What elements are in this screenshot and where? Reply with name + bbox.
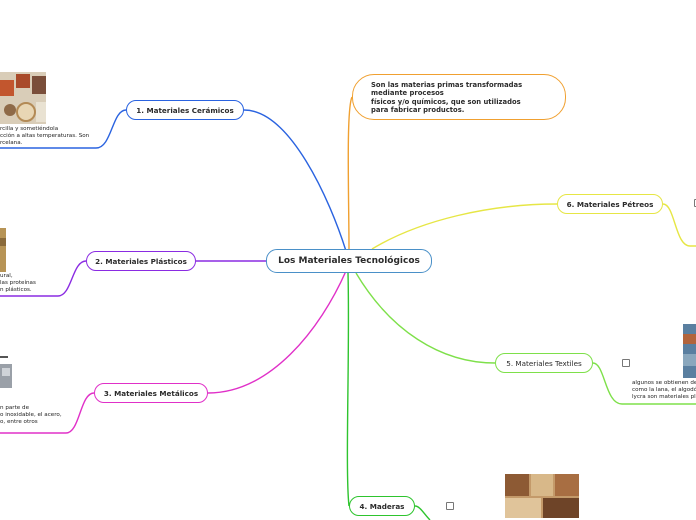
branch-label: 3. Materiales Metálicos (103, 388, 199, 398)
note-line: lycra son materiales pl (632, 394, 696, 400)
central-node[interactable]: Los Materiales Tecnológicos (266, 249, 432, 273)
branch-node-ceramicos[interactable]: 1. Materiales Cerámicos (126, 100, 244, 120)
branch-label: 5. Materiales Textiles (506, 358, 582, 368)
definition-line: para fabricar productos. (371, 106, 465, 115)
checkbox-icon[interactable] (446, 502, 454, 510)
connector-line (355, 272, 496, 364)
checkbox-icon[interactable] (622, 359, 630, 367)
metals-image (0, 356, 14, 392)
note-plasticos: ural, las proteínas n plásticos. (0, 273, 36, 294)
connector-line (0, 392, 95, 434)
branch-label: 6. Materiales Pétreos (566, 199, 654, 209)
ceramics-image (0, 72, 46, 124)
branch-label: 2. Materiales Plásticos (95, 256, 187, 266)
plastics-image (0, 228, 6, 272)
branch-label: 1. Materiales Cerámicos (136, 105, 234, 115)
connector-line (347, 96, 353, 250)
note-line: n plásticos. (0, 287, 32, 293)
branch-node-metalicos[interactable]: 3. Materiales Metálicos (94, 383, 208, 403)
note-line: o, entre otros (0, 419, 38, 425)
note-textiles: algunos se obtienen de como la lana, el … (632, 380, 696, 401)
checkbox-icon[interactable] (694, 199, 696, 207)
connector-line (243, 109, 347, 252)
note-line: rcelana. (0, 140, 23, 146)
note-line: algunos se obtienen de (632, 380, 696, 386)
connector-line (662, 203, 696, 247)
connector-line (207, 270, 347, 394)
note-line: las proteínas (0, 280, 36, 286)
note-line: como la lana, el algodó (632, 387, 696, 393)
connector-line (346, 272, 350, 507)
definition-line: Son las materias primas transformadas (371, 81, 523, 89)
note-line: n parte de (0, 405, 30, 411)
note-line: rcilla y sometiéndola (0, 126, 59, 132)
note-line: o inoxidable, el acero, (0, 412, 62, 418)
note-line: ural, (0, 273, 13, 279)
note-line: cción a altas temperaturas. Son (0, 133, 90, 139)
connector-line (0, 260, 87, 297)
definition-node[interactable]: Son las materias primas transformadas me… (352, 74, 566, 120)
definition-line: mediante procesos (371, 89, 444, 98)
branch-node-plasticos[interactable]: 2. Materiales Plásticos (86, 251, 196, 271)
connector-line (0, 109, 127, 149)
branch-node-maderas[interactable]: 4. Maderas (349, 496, 415, 516)
definition-line: físicos y/o químicos, que son utilizados (371, 97, 521, 106)
branch-node-petreos[interactable]: 6. Materiales Pétreos (557, 194, 663, 214)
wood-image (505, 474, 579, 518)
central-label: Los Materiales Tecnológicos (278, 256, 420, 266)
connector-line (414, 505, 431, 520)
branch-label: 4. Maderas (359, 501, 405, 511)
textiles-image (683, 324, 696, 378)
branch-node-textiles[interactable]: 5. Materiales Textiles (495, 353, 593, 373)
connector-line (592, 362, 696, 405)
connector-line (371, 203, 558, 250)
note-ceramicos: rcilla y sometiéndola cción a altas temp… (0, 126, 89, 147)
note-metalicos: n parte de o inoxidable, el acero, o, en… (0, 405, 62, 426)
